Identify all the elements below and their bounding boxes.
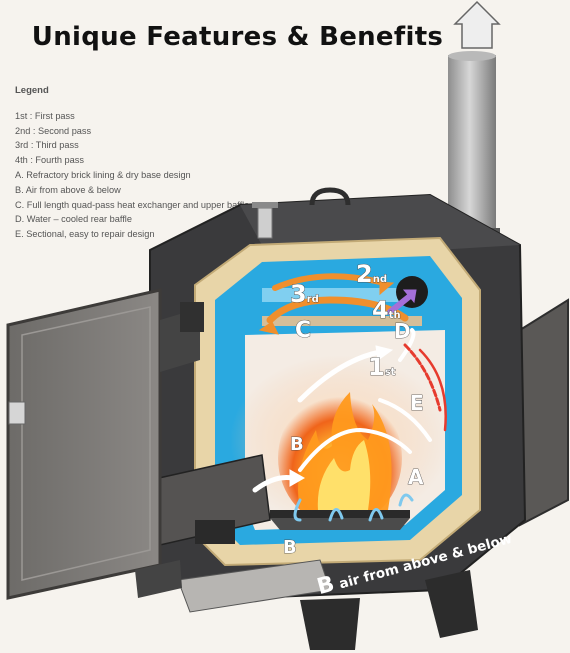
marker-b-lower: B xyxy=(283,537,297,558)
legend: Legend 1st : First pass 2nd : Second pas… xyxy=(15,84,275,242)
air-banner-letter: B xyxy=(314,572,337,600)
legend-heading: Legend xyxy=(15,85,49,96)
side-door-right xyxy=(519,298,569,527)
pass-3-label: 3rd xyxy=(290,280,319,308)
legend-item: E. Sectional, easy to repair design xyxy=(15,229,155,240)
marker-d: D xyxy=(394,319,411,343)
legend-list: 1st : First pass 2nd : Second pass 3rd :… xyxy=(15,109,275,242)
pass-1-label: 1st xyxy=(368,353,396,381)
exhaust-arrow-icon xyxy=(453,0,501,49)
ash-drawer xyxy=(135,559,331,613)
marker-b-upper: B xyxy=(290,434,304,455)
legend-item: A. Refractory brick lining & dry base de… xyxy=(15,169,191,180)
left-door xyxy=(6,288,162,600)
gauge-icon xyxy=(252,202,278,239)
legend-item: D. Water – cooled rear baffle xyxy=(15,214,132,225)
lifting-hook-icon xyxy=(309,187,351,206)
heat-flow-arrows xyxy=(252,273,447,522)
furnace-legs xyxy=(300,570,478,650)
legend-item: 3rd : Third pass xyxy=(15,140,79,151)
legend-item: 1st : First pass xyxy=(15,110,75,121)
legend-item: 2nd : Second pass xyxy=(15,125,92,136)
pass-2-label: 2nd xyxy=(356,260,387,288)
legend-item: 4th : Fourth pass xyxy=(15,155,84,166)
marker-c: C xyxy=(295,318,311,343)
legend-item: B. Air from above & below xyxy=(15,184,121,195)
marker-e: E xyxy=(410,391,424,415)
marker-a: A xyxy=(408,465,424,489)
flame xyxy=(278,390,402,526)
pass-4-label: 4th xyxy=(372,296,401,324)
page-title: Unique Features & Benefits xyxy=(31,22,444,52)
latch-icon xyxy=(8,401,26,425)
legend-item: C. Full length quad-pass heat exchanger … xyxy=(15,199,250,210)
